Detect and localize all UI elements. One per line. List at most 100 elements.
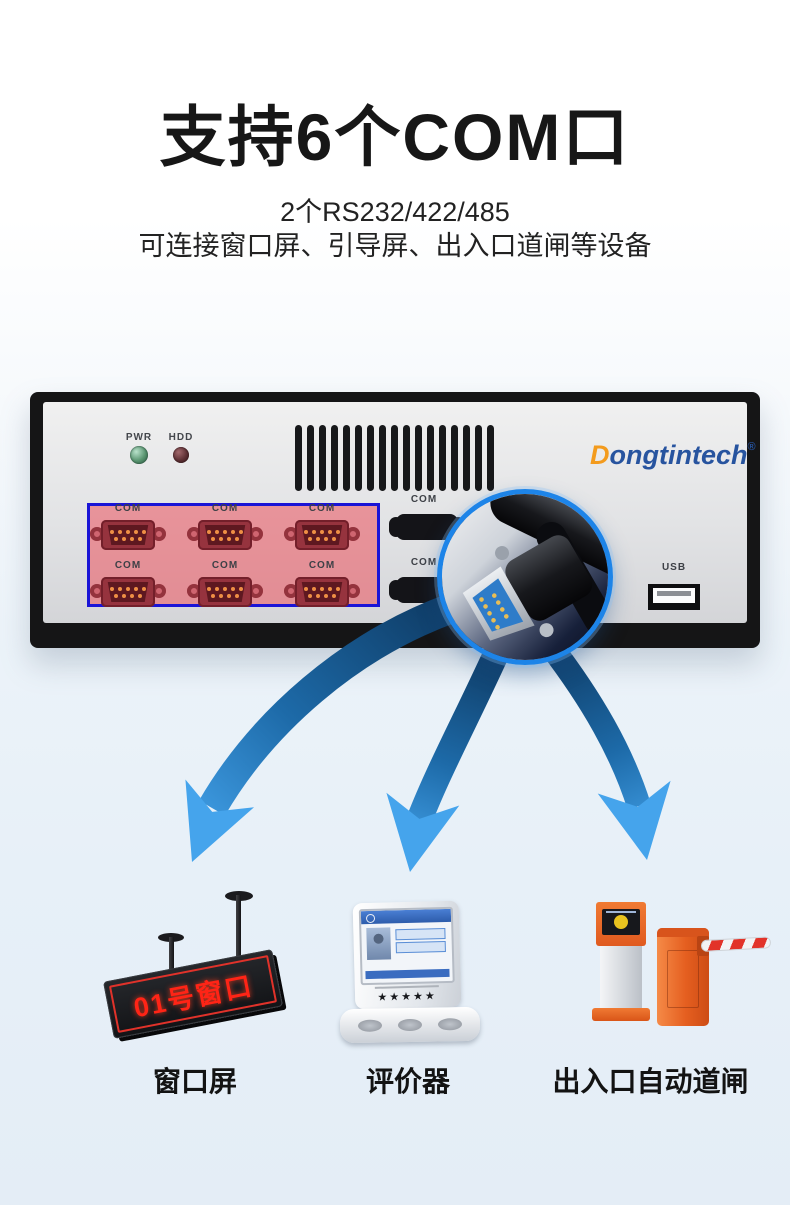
evaluator-screen <box>358 906 455 986</box>
registered-mark: ® <box>747 441 756 453</box>
vent-slot <box>379 425 386 491</box>
rating-button <box>357 1019 383 1032</box>
star-rating-row: ★★★★★ <box>377 990 437 1004</box>
db9-face <box>204 525 246 545</box>
screw-hole <box>249 527 263 541</box>
vent-slot <box>307 425 314 491</box>
hdd-led-icon <box>173 447 189 463</box>
window-display-device: 01号窗口 <box>95 885 305 1050</box>
screw-hole <box>90 527 104 541</box>
com-ports-highlight-box: COM COM COM COM COM COM <box>87 503 380 607</box>
serial-cable-inset <box>437 489 613 665</box>
screw-hole <box>152 584 166 598</box>
com-port-label: COM <box>410 494 438 505</box>
pwr-led-label: PWR <box>125 432 153 443</box>
db9-serial-port <box>284 574 360 610</box>
db9-face <box>301 582 343 602</box>
db9-serial-port <box>90 517 166 553</box>
plate-text-line <box>374 985 439 989</box>
com-port-label: COM <box>114 503 142 514</box>
arrow-left-head <box>157 779 255 876</box>
cabinet-door-seam <box>667 950 699 1008</box>
com-port-label: COM <box>410 557 438 568</box>
db9-serial-port <box>284 517 360 553</box>
panel-caption-line <box>606 911 636 913</box>
arrow-middle-head <box>373 792 460 879</box>
vent-slot <box>331 425 338 491</box>
brand-rest: ongtintech <box>609 440 748 470</box>
com-port-label: COM <box>211 503 239 514</box>
vent-slot <box>391 425 398 491</box>
info-field <box>395 940 446 954</box>
arrow-right-band <box>540 637 651 810</box>
vent-slot <box>367 425 374 491</box>
ticket-panel <box>602 909 640 935</box>
evaluator-base <box>339 1006 481 1044</box>
com-port-label: COM <box>211 560 239 571</box>
vent-slot <box>463 425 470 491</box>
brand-initial: D <box>590 440 610 470</box>
staff-avatar <box>373 933 384 944</box>
subtitle-line2: 可连接窗口屏、引导屏、出入口道闸等设备 <box>138 231 652 261</box>
db9-serial-port <box>187 574 263 610</box>
subtitle-line1: 2个RS232/422/485 <box>280 197 510 227</box>
staff-photo <box>366 927 392 961</box>
evaluator-body: ★★★★★ <box>352 900 462 1010</box>
caption-evaluator: 评价器 <box>365 1066 450 1097</box>
vent-slot <box>355 425 362 491</box>
db9-serial-port <box>90 574 166 610</box>
rating-button <box>437 1018 463 1031</box>
db9-face <box>204 582 246 602</box>
vent-slot <box>295 425 302 491</box>
vent-slot <box>403 425 410 491</box>
ventilation-grille <box>295 425 494 491</box>
arrow-right-head <box>597 780 684 867</box>
vent-slot <box>487 425 494 491</box>
ticket-column-base <box>592 1008 650 1021</box>
screw-hole <box>187 584 201 598</box>
db9-face <box>107 582 149 602</box>
vent-slot <box>319 425 326 491</box>
led-sign-text: 01号窗口 <box>131 970 256 1023</box>
com-port-label: COM <box>308 503 336 514</box>
page-title: 支持6个COM口 <box>159 100 631 174</box>
arrow-middle-band <box>404 646 509 831</box>
serial-cable-photo <box>442 494 608 660</box>
cabinet-cap <box>657 928 709 937</box>
db9-serial-port <box>187 517 263 553</box>
com-port-label: COM <box>114 560 142 571</box>
industrial-pc-front-panel: PWR HDD Dongtintech® COM COM COM COM COM… <box>30 392 760 648</box>
brand-logo: Dongtintech® <box>590 440 756 471</box>
screen-header <box>360 908 452 925</box>
usb-port-tab <box>657 591 691 596</box>
ticket-button <box>614 915 628 929</box>
vent-slot <box>415 425 422 491</box>
screw-hole <box>284 527 298 541</box>
mount-pole <box>236 895 241 971</box>
caption-window-display: 窗口屏 <box>152 1066 237 1097</box>
vent-slot <box>475 425 482 491</box>
screw-hole <box>187 527 201 541</box>
db9-face <box>301 525 343 545</box>
boom-arm <box>700 936 772 952</box>
com-port-label: COM <box>308 560 336 571</box>
usb-port-label: USB <box>661 562 687 573</box>
vent-slot <box>343 425 350 491</box>
screw-hole <box>346 527 360 541</box>
screen-banner <box>365 968 450 980</box>
caption-barrier-gate: 出入口自动道闸 <box>552 1066 749 1097</box>
screw-hole <box>90 584 104 598</box>
screw-hole <box>152 527 166 541</box>
vent-slot <box>427 425 434 491</box>
db9-face <box>107 525 149 545</box>
vent-slot <box>439 425 446 491</box>
vent-slot <box>451 425 458 491</box>
led-sign-frame: 01号窗口 <box>108 954 278 1034</box>
barrier-gate-device <box>575 890 790 1040</box>
info-field <box>395 927 446 941</box>
mount-pole <box>169 937 174 993</box>
emblem-icon <box>365 913 376 924</box>
db9-connector-plug <box>462 535 593 641</box>
pwr-led-icon <box>130 446 148 464</box>
